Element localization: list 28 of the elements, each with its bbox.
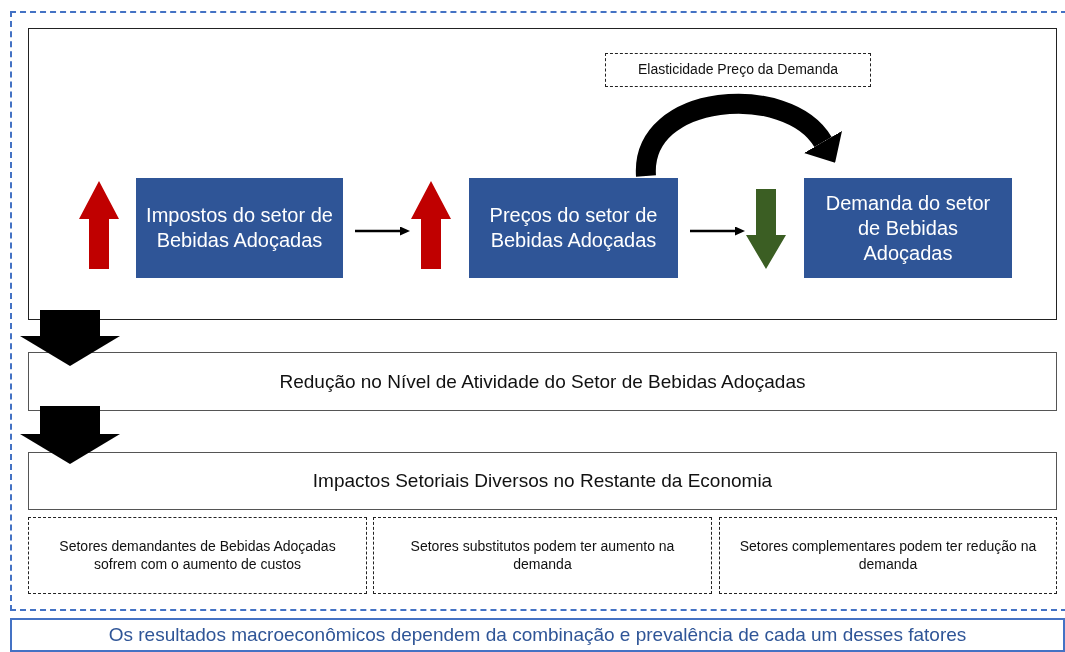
process-box (469, 178, 678, 278)
conclusion-box (10, 618, 1065, 652)
node-text: Impactos Setoriais Diversos no Restante da Economia (312, 469, 773, 493)
result-bar (28, 452, 1057, 510)
node-text: Setores substitutos podem ter aumento na demanda (409, 538, 676, 573)
result-bar (28, 352, 1057, 411)
direction-arrow (79, 181, 119, 269)
node-text: Setores demandantes de Bebidas Adoçadas sofrem com o aumento de custos (58, 538, 337, 573)
dashed-note-box (28, 517, 367, 594)
block-arrow (20, 310, 120, 366)
direction-arrow (411, 181, 451, 269)
node-text: Redução no Nível de Atividade do Setor de Bebidas Adoçadas (279, 369, 806, 394)
direction-arrow (746, 189, 786, 269)
node-text: Elasticidade Preço da Demanda (638, 61, 838, 79)
dashed-note-box (605, 53, 871, 87)
dashed-note-box (719, 517, 1057, 594)
diagram-panel (28, 28, 1057, 320)
node-text: Setores complementares podem ter redução na demanda (738, 538, 1038, 573)
process-box (804, 178, 1012, 278)
node-text: Demanda do setor de Bebidas Adoçadas (824, 190, 992, 266)
node-text: Impostos do setor de Bebidas Adoçadas (145, 203, 334, 253)
node-text: Preços do setor de Bebidas Adoçadas (488, 203, 659, 253)
block-arrow (20, 406, 120, 464)
dashed-note-box (373, 517, 712, 594)
arrow (690, 226, 745, 236)
node-text: Os resultados macroeconômicos dependem da combinação e prevalência de cada um desses fatores (108, 623, 967, 647)
arrow (355, 226, 410, 236)
process-box (136, 178, 343, 278)
